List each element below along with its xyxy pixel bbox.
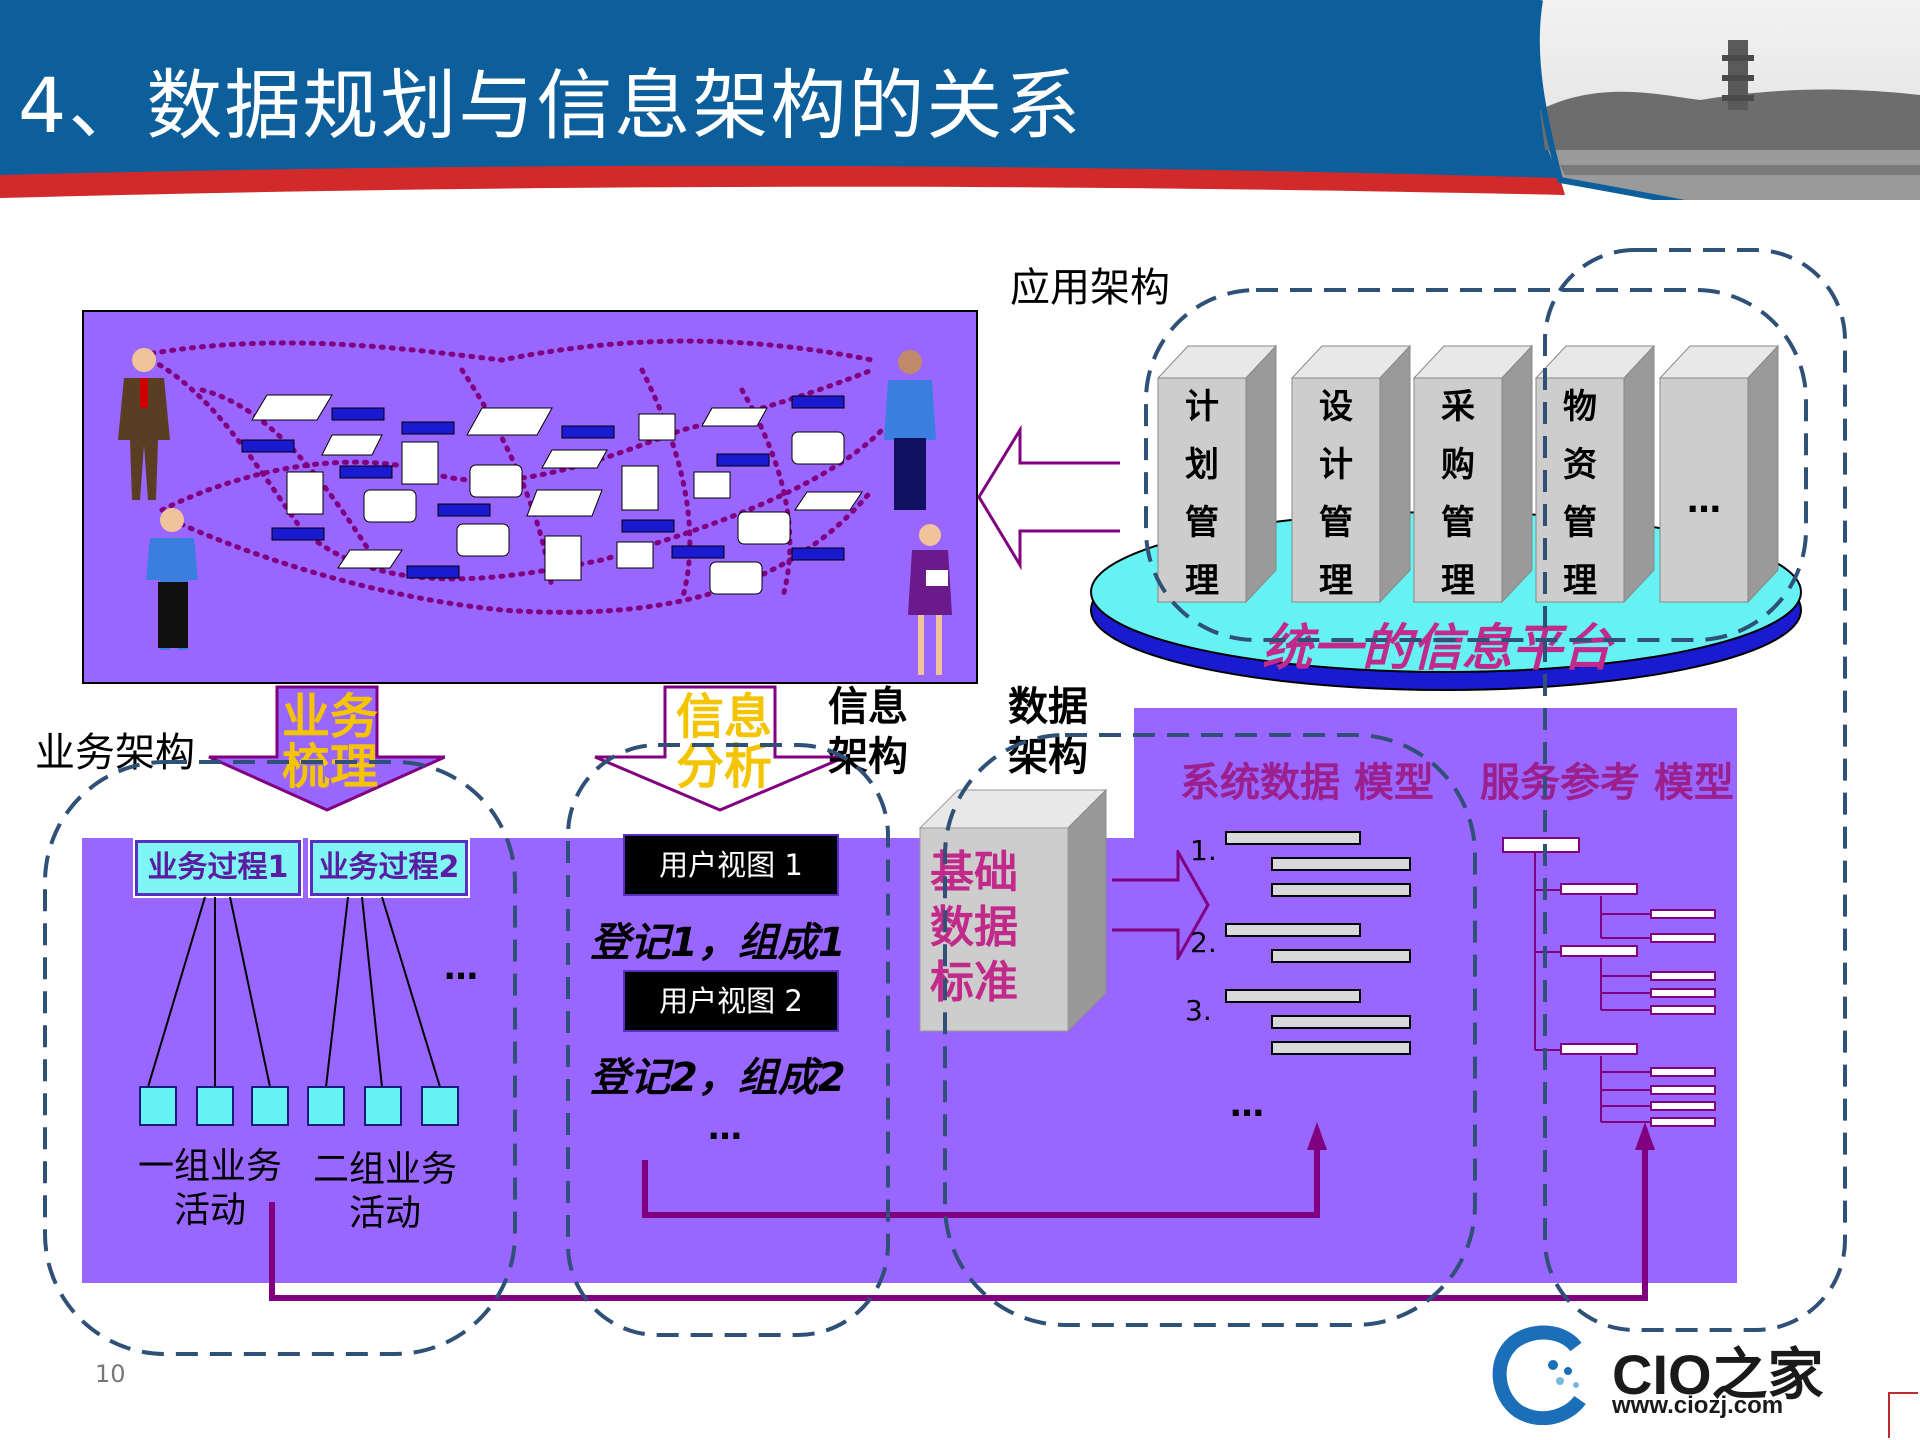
registration-2: 登记2，组成2 [590, 1055, 846, 1101]
app-column-design: 设 计 管 理 [1319, 387, 1353, 601]
app-column-purchase: 采 购 管 理 [1441, 387, 1475, 601]
flow-bars [241, 395, 845, 579]
app-column-boxes [1156, 344, 1780, 604]
model-number-3: 3. [1185, 994, 1212, 1027]
cio-logo-mark [1492, 1325, 1586, 1425]
user-view-ellipsis: … [708, 1108, 742, 1148]
activity-group-1: 一组业务 活动 [137, 1146, 282, 1231]
page-number: 10 [95, 1360, 126, 1388]
user-view-1: 用户视图 1 [623, 834, 839, 896]
model-number-1: 1. [1190, 834, 1217, 867]
slide-title: 4、数据规划与信息架构的关系 [18, 61, 1083, 150]
label-service-reference-model: 服务参考 模型 [1480, 760, 1734, 806]
business-network-panel [82, 310, 978, 684]
business-process-ellipsis: … [444, 948, 478, 988]
flow-documents [251, 394, 863, 595]
logo-name: CIO之家 [1612, 1343, 1824, 1406]
header-banner [0, 0, 1920, 200]
system-data-model-bars [1225, 831, 1411, 1055]
person-icon [146, 508, 198, 650]
platform-label: 统一的信息平台 [1262, 619, 1612, 677]
campus-photo [1536, 0, 1920, 200]
label-app-architecture: 应用架构 [1010, 265, 1170, 311]
person-icon [884, 350, 936, 510]
process-activity-links [139, 896, 459, 1126]
label-system-data-model: 系统数据 模型 [1180, 760, 1434, 806]
bottom-panel [82, 708, 1737, 1283]
model-ellipsis: … [1230, 1085, 1264, 1125]
app-column-more: … [1687, 481, 1721, 521]
registration-1: 登记1，组成1 [590, 920, 846, 966]
info-analysis-arrow [594, 685, 846, 812]
logo-url: www.ciozj.com [1612, 1392, 1784, 1419]
activity-group-2: 二组业务 活动 [312, 1149, 457, 1234]
app-to-business-arrow [977, 425, 1120, 570]
label-business-architecture: 业务架构 [35, 730, 195, 776]
label-info-analysis: 信息 分析 [676, 689, 773, 795]
corner-mark [1888, 1392, 1918, 1438]
business-process-1: 业务过程1 [133, 838, 303, 898]
label-info-architecture: 信息 架构 [828, 684, 908, 780]
app-column-materials: 物 资 管 理 [1563, 387, 1597, 601]
app-column-plan: 计 划 管 理 [1185, 387, 1219, 601]
business-sort-arrow [208, 685, 445, 812]
label-data-architecture: 数据 架构 [1008, 684, 1088, 780]
user-view-2: 用户视图 2 [623, 970, 839, 1032]
service-reference-tree [1502, 837, 1716, 1127]
model-number-2: 2. [1190, 926, 1217, 959]
label-business-sort: 业务 梳理 [282, 689, 379, 795]
standard-to-model-arrow [1112, 850, 1210, 960]
person-icon [908, 524, 952, 675]
person-icon [118, 348, 170, 500]
business-process-2: 业务过程2 [308, 838, 470, 898]
